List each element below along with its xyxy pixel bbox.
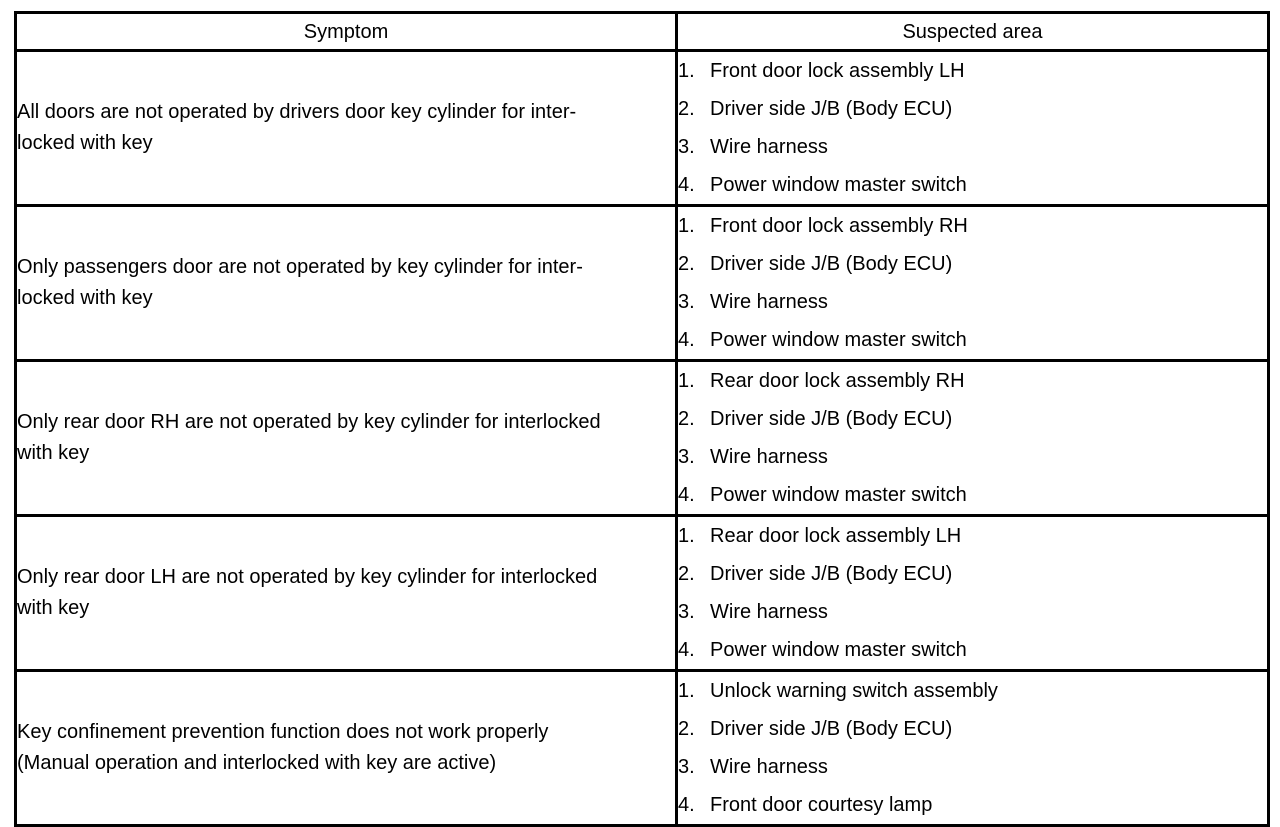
suspected-area-item-label: Power window master switch xyxy=(710,484,967,506)
suspected-area-item-label: Driver side J/B (Body ECU) xyxy=(710,563,953,585)
symptom-text: Only rear door LH are not operated by ke… xyxy=(17,566,598,619)
suspected-area-item-number: 3. xyxy=(678,291,695,313)
suspected-area-item-number: 3. xyxy=(678,756,695,778)
suspected-area-item: 2. Driver side J/B (Body ECU) xyxy=(678,555,1267,593)
suspected-area-item: 4. Power window master switch xyxy=(678,476,1267,514)
column-header-symptom: Symptom xyxy=(14,11,678,52)
suspected-area-item: 3. Wire harness xyxy=(678,128,1267,166)
suspected-area-item-label: Wire harness xyxy=(710,756,828,778)
suspected-area-item: 1. Front door lock assembly RH xyxy=(678,207,1267,245)
symptom-cell: Only rear door RH are not operated by ke… xyxy=(14,359,678,517)
suspected-area-item: 4. Power window master switch xyxy=(678,321,1267,359)
symptom-cell: Only rear door LH are not operated by ke… xyxy=(14,514,678,672)
suspected-area-cell: 1. Front door lock assembly RH 2. Driver si… xyxy=(675,204,1270,362)
suspected-area-list: 1. Front door lock assembly LH 2. Driver si… xyxy=(678,52,1267,204)
suspected-area-item-label: Power window master switch xyxy=(710,329,967,351)
suspected-area-item-label: Rear door lock assembly RH xyxy=(710,370,965,392)
suspected-area-item-number: 2. xyxy=(678,563,695,585)
symptom-cell: Key confinement prevention function does… xyxy=(14,669,678,827)
symptom-troubleshooting-table: Symptom Suspected area All doors are not… xyxy=(14,11,1270,827)
symptom-cell: Only passengers door are not operated by… xyxy=(14,204,678,362)
suspected-area-item-number: 2. xyxy=(678,253,695,275)
suspected-area-item: 4. Front door courtesy lamp xyxy=(678,786,1267,824)
suspected-area-item-number: 4. xyxy=(678,174,695,196)
suspected-area-item-label: Front door lock assembly LH xyxy=(710,60,965,82)
suspected-area-item-label: Driver side J/B (Body ECU) xyxy=(710,718,953,740)
suspected-area-item: 3. Wire harness xyxy=(678,283,1267,321)
suspected-area-item: 4. Power window master switch xyxy=(678,631,1267,669)
suspected-area-item-number: 2. xyxy=(678,718,695,740)
suspected-area-cell: 1. Front door lock assembly LH 2. Driver si… xyxy=(675,49,1270,207)
table-row: Only passengers door are not operated by… xyxy=(14,204,1270,362)
symptom-text: Only rear door RH are not operated by ke… xyxy=(17,411,601,464)
suspected-area-item-label: Unlock warning switch assembly xyxy=(710,680,998,702)
suspected-area-item-number: 1. xyxy=(678,525,695,547)
column-header-suspected-area: Suspected area xyxy=(675,11,1270,52)
symptom-cell: All doors are not operated by drivers do… xyxy=(14,49,678,207)
table-row: Key confinement prevention function does… xyxy=(14,669,1270,827)
suspected-area-item-label: Rear door lock assembly LH xyxy=(710,525,962,547)
suspected-area-item-label: Wire harness xyxy=(710,601,828,623)
table-header-row: Symptom Suspected area xyxy=(14,11,1270,52)
suspected-area-list: 1. Rear door lock assembly LH 2. Driver sid… xyxy=(678,517,1267,669)
page-root: Symptom Suspected area All doors are not… xyxy=(14,11,1270,827)
symptom-text: Key confinement prevention function does… xyxy=(17,721,549,774)
suspected-area-list: 1. Unlock warning switch assembly 2. Driver… xyxy=(678,672,1267,824)
table-row: All doors are not operated by drivers do… xyxy=(14,49,1270,207)
suspected-area-cell: 1. Unlock warning switch assembly 2. Driver… xyxy=(675,669,1270,827)
suspected-area-list: 1. Rear door lock assembly RH 2. Driver sid… xyxy=(678,362,1267,514)
suspected-area-item: 2. Driver side J/B (Body ECU) xyxy=(678,245,1267,283)
suspected-area-item: 2. Driver side J/B (Body ECU) xyxy=(678,400,1267,438)
suspected-area-item-label: Power window master switch xyxy=(710,639,967,661)
suspected-area-item-number: 4. xyxy=(678,794,695,816)
suspected-area-item-label: Front door courtesy lamp xyxy=(710,794,933,816)
suspected-area-list: 1. Front door lock assembly RH 2. Driver si… xyxy=(678,207,1267,359)
suspected-area-item-number: 2. xyxy=(678,98,695,120)
table-row: Only rear door RH are not operated by ke… xyxy=(14,359,1270,517)
suspected-area-item-label: Driver side J/B (Body ECU) xyxy=(710,408,953,430)
suspected-area-item-label: Wire harness xyxy=(710,446,828,468)
suspected-area-item-number: 1. xyxy=(678,370,695,392)
table-body: All doors are not operated by drivers do… xyxy=(14,49,1270,827)
suspected-area-item-label: Power window master switch xyxy=(710,174,967,196)
suspected-area-item-number: 3. xyxy=(678,446,695,468)
suspected-area-item-number: 4. xyxy=(678,484,695,506)
suspected-area-item-label: Wire harness xyxy=(710,136,828,158)
suspected-area-item-label: Wire harness xyxy=(710,291,828,313)
suspected-area-item-number: 2. xyxy=(678,408,695,430)
suspected-area-item: 1. Rear door lock assembly LH xyxy=(678,517,1267,555)
suspected-area-item-number: 1. xyxy=(678,215,695,237)
suspected-area-item-label: Driver side J/B (Body ECU) xyxy=(710,98,953,120)
suspected-area-item-number: 4. xyxy=(678,639,695,661)
suspected-area-item-number: 3. xyxy=(678,601,695,623)
suspected-area-cell: 1. Rear door lock assembly LH 2. Driver sid… xyxy=(675,514,1270,672)
suspected-area-item: 3. Wire harness xyxy=(678,593,1267,631)
suspected-area-item: 2. Driver side J/B (Body ECU) xyxy=(678,90,1267,128)
suspected-area-item: 1. Front door lock assembly LH xyxy=(678,52,1267,90)
suspected-area-item: 2. Driver side J/B (Body ECU) xyxy=(678,710,1267,748)
column-header-suspected-area-label: Suspected area xyxy=(902,20,1043,43)
suspected-area-item: 3. Wire harness xyxy=(678,748,1267,786)
suspected-area-item-number: 1. xyxy=(678,680,695,702)
suspected-area-item-number: 4. xyxy=(678,329,695,351)
table-header: Symptom Suspected area xyxy=(14,11,1270,52)
suspected-area-item: 1. Unlock warning switch assembly xyxy=(678,672,1267,710)
suspected-area-item: 3. Wire harness xyxy=(678,438,1267,476)
column-header-symptom-label: Symptom xyxy=(303,20,389,43)
suspected-area-item-number: 1. xyxy=(678,60,695,82)
symptom-text: Only passengers door are not operated by… xyxy=(17,256,583,309)
suspected-area-cell: 1. Rear door lock assembly RH 2. Driver sid… xyxy=(675,359,1270,517)
table-row: Only rear door LH are not operated by ke… xyxy=(14,514,1270,672)
suspected-area-item-label: Front door lock assembly RH xyxy=(710,215,968,237)
suspected-area-item-label: Driver side J/B (Body ECU) xyxy=(710,253,953,275)
symptom-text: All doors are not operated by drivers do… xyxy=(17,101,577,154)
suspected-area-item-number: 3. xyxy=(678,136,695,158)
suspected-area-item: 4. Power window master switch xyxy=(678,166,1267,204)
suspected-area-item: 1. Rear door lock assembly RH xyxy=(678,362,1267,400)
